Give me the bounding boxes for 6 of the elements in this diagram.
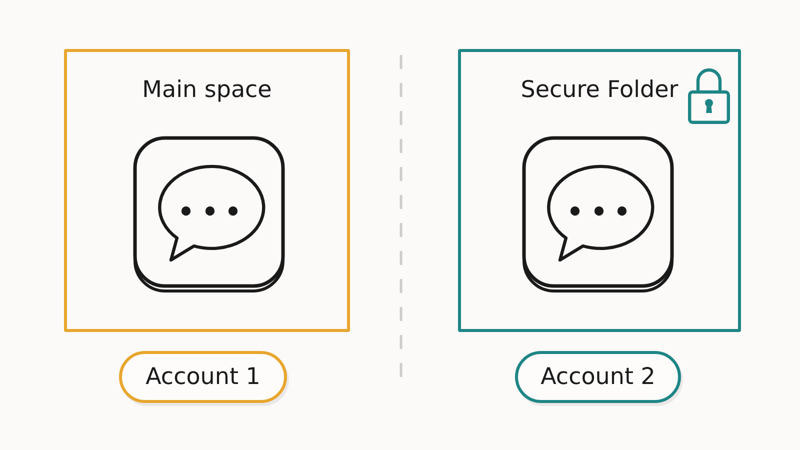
- panel-title: Main space: [142, 76, 272, 105]
- panel-title: Secure Folder: [520, 76, 678, 105]
- space-panel: [458, 49, 741, 332]
- account-label: Account 2: [515, 351, 681, 403]
- account-label: Account 1: [119, 351, 287, 403]
- space-panel: [64, 49, 350, 332]
